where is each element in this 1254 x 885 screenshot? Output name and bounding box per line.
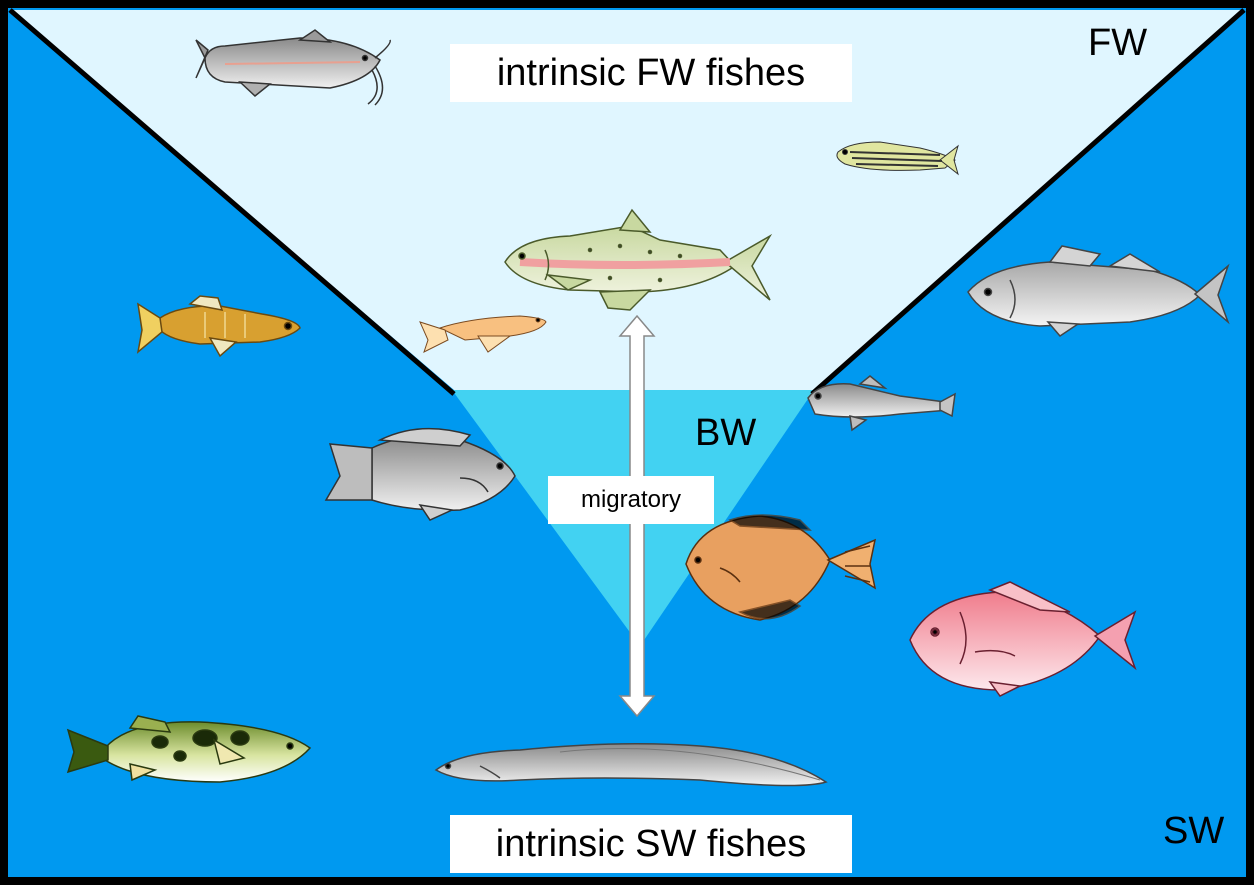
bw-zone-label: BW [695,412,756,455]
sw-fishes-title: intrinsic SW fishes [450,815,852,873]
sw-zone-label: SW [1163,810,1224,853]
migratory-label: migratory [548,476,714,524]
fw-zone-label: FW [1088,22,1147,65]
fw-fishes-title: intrinsic FW fishes [450,44,852,102]
